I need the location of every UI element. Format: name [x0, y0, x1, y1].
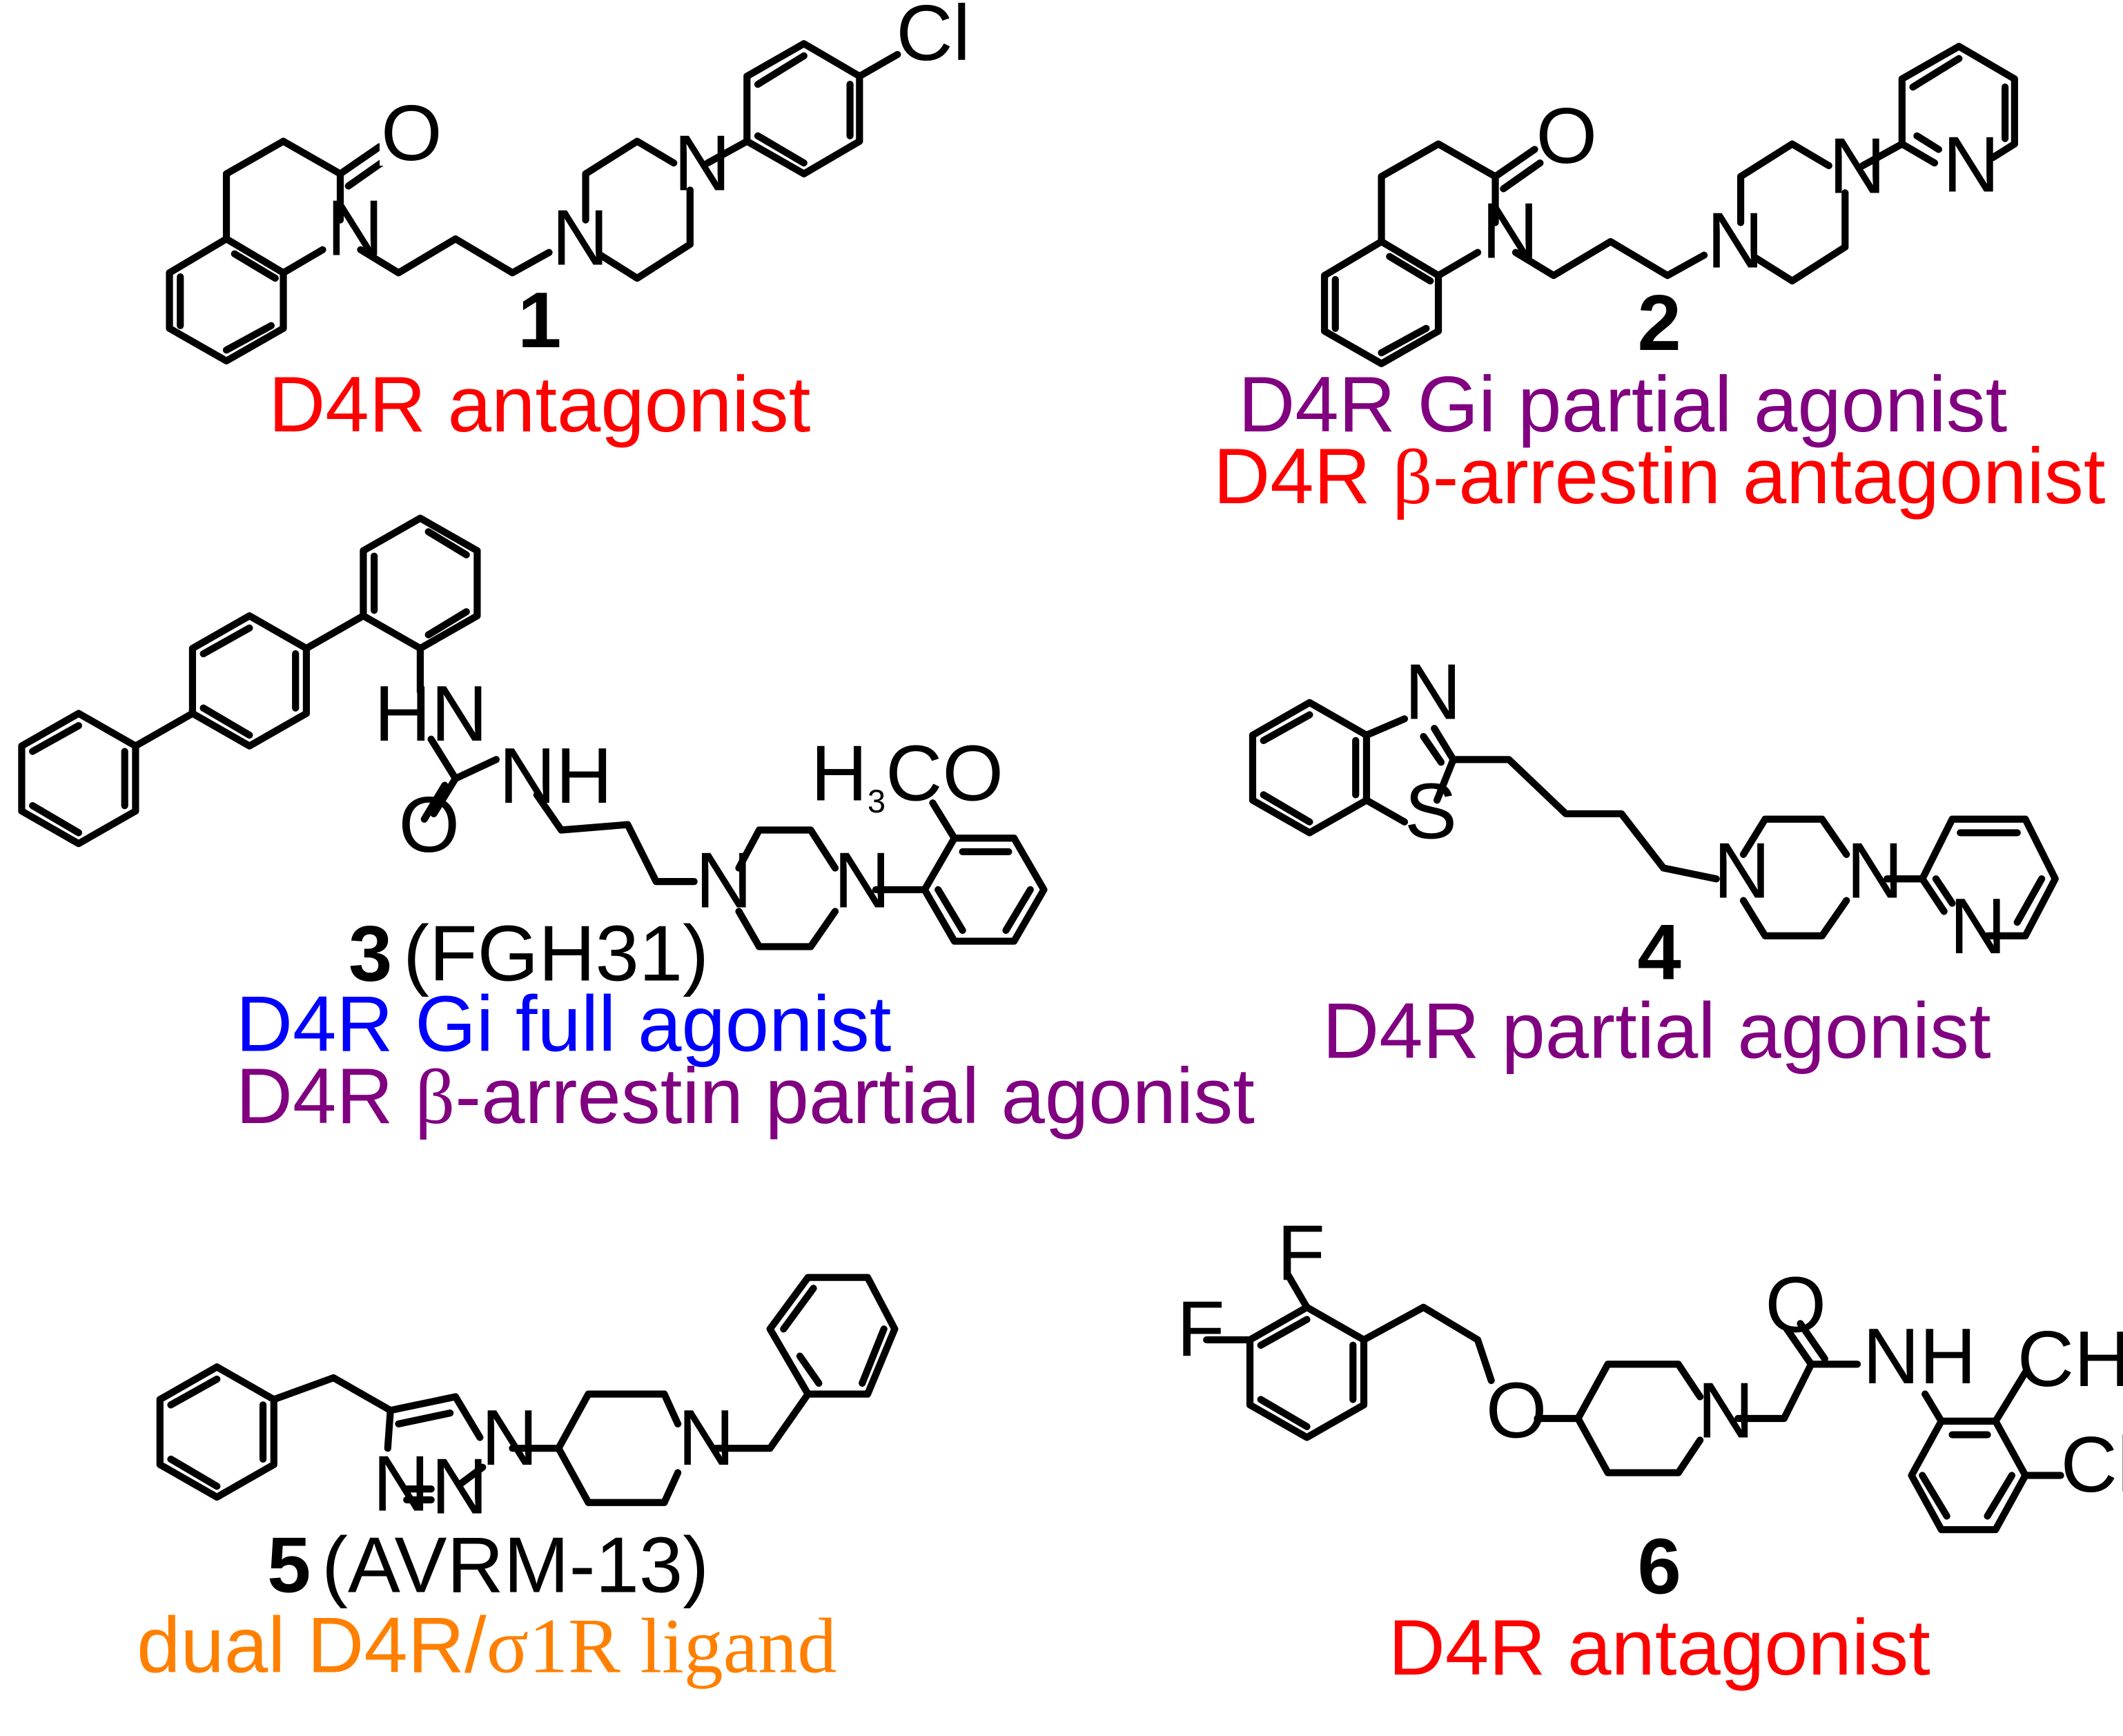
compound-2-atom-labels: O N N N N	[1482, 92, 1999, 284]
compound-1-caption: 1 D4R antagonist	[268, 277, 810, 449]
compound-alias: (FGH31)	[403, 910, 709, 998]
compound-number: 3	[349, 910, 392, 998]
compound-caption: 5(AVRM-13)	[267, 1521, 709, 1609]
atom-label: N	[481, 1394, 538, 1482]
atom-label: N	[1707, 197, 1763, 284]
atom-label: N	[551, 194, 608, 282]
atom-label: CH3	[2017, 1316, 2123, 1405]
greek-symbol: β	[1392, 433, 1432, 520]
atom-label: N	[834, 837, 890, 924]
atom-label: N	[326, 185, 383, 273]
compound-number: 4	[1638, 909, 1681, 997]
activity-label: D4R Gi partial agonist	[1238, 361, 2007, 449]
atom-label: N	[1714, 828, 1770, 915]
atom-label: N	[696, 837, 752, 924]
greek-symbol: σ	[487, 1601, 529, 1689]
compound-1-atom-labels: O N N N Cl	[326, 0, 970, 282]
activity-label: D4R Gi full agonist	[236, 981, 892, 1069]
atom-label: N	[678, 1394, 734, 1482]
compound-5-atom-labels: N N N N	[373, 1394, 734, 1531]
atom-label: NH	[499, 732, 613, 820]
compound-3-structure	[18, 514, 1048, 950]
atom-label: N	[1405, 648, 1461, 736]
atom-label: HN	[374, 670, 488, 758]
compound-number: 2	[1638, 280, 1681, 367]
compound-number: 1	[518, 277, 561, 364]
atom-label: N	[373, 1441, 429, 1528]
compound-number: 5	[267, 1521, 311, 1609]
compound-2-structure	[1320, 43, 2018, 367]
atom-h: H	[811, 730, 868, 817]
atom-label: Cl	[896, 0, 970, 77]
compound-2-caption: 2 D4R Gi partial agonist D4R β-arrestin …	[1213, 280, 2106, 520]
atom-label: O	[398, 781, 460, 869]
compound-caption: 3(FGH31)	[349, 910, 709, 998]
activity-label: dual D4R/σ1R ligand	[137, 1601, 837, 1689]
compound-5-caption: 5(AVRM-13) dual D4R/σ1R ligand	[137, 1521, 837, 1689]
compound-1-structure	[166, 40, 901, 364]
activity-prefix: D4R	[1213, 433, 1393, 520]
atom-label: O	[381, 90, 442, 177]
atom-label: N	[1697, 1367, 1754, 1454]
atom-label: F	[1177, 1286, 1225, 1374]
compound-3-caption: 3(FGH31) D4R Gi full agonist D4R β-arres…	[236, 910, 1255, 1140]
atom-label: NH	[1863, 1313, 1977, 1401]
activity-label: D4R partial agonist	[1322, 987, 1991, 1075]
compound-6-structure	[1203, 1271, 2064, 1534]
subscript: 3	[868, 783, 886, 819]
activity-prefix: D4R	[236, 1053, 415, 1140]
atom-label: N	[674, 119, 730, 207]
activity-suffix: -arrestin partial agonist	[455, 1053, 1255, 1140]
compound-4-structure	[1249, 699, 2059, 939]
atom-label: N	[1846, 828, 1903, 915]
compound-4-atom-labels: N S N N N	[1405, 648, 2006, 971]
atom-label: O	[1765, 1261, 1826, 1349]
activity-prefix: dual D4R/	[137, 1601, 487, 1689]
atom-co: CO	[886, 730, 1004, 817]
activity-label: D4R β-arrestin partial agonist	[236, 1053, 1255, 1140]
compound-number: 6	[1638, 1523, 1681, 1610]
atom-label: N	[1829, 122, 1886, 210]
atom-label: F	[1277, 1210, 1325, 1298]
compound-5-structure	[156, 1274, 899, 1506]
compound-3-atom-labels: HN NH O N N H3CO	[374, 670, 1004, 925]
compound-6-atom-labels: F F O N O NH CH3 Cl	[1177, 1210, 2123, 1509]
atom-label: S	[1405, 768, 1457, 855]
atom-label: Cl	[2061, 1421, 2123, 1509]
activity-suffix: -arrestin antagonist	[1432, 433, 2105, 520]
atom-ch: CH	[2017, 1316, 2123, 1403]
activity-label: D4R β-arrestin antagonist	[1213, 433, 2106, 520]
activity-label: D4R antagonist	[1389, 1604, 1930, 1692]
atom-label: N	[1482, 188, 1538, 275]
activity-label: D4R antagonist	[268, 361, 810, 449]
atom-label: N	[431, 1443, 488, 1530]
greek-symbol: β	[415, 1053, 455, 1140]
atom-label: H3CO	[811, 730, 1004, 819]
compound-6-caption: 6 D4R antagonist	[1389, 1523, 1930, 1692]
compound-4-caption: 4 D4R partial agonist	[1322, 909, 1991, 1075]
activity-suffix: 1R ligand	[529, 1601, 837, 1689]
atom-label: O	[1536, 92, 1597, 180]
atom-label: N	[1950, 883, 2006, 971]
compound-alias: (AVRM-13)	[322, 1521, 709, 1609]
atom-label: O	[1486, 1367, 1547, 1454]
atom-label: N	[1943, 121, 1999, 208]
